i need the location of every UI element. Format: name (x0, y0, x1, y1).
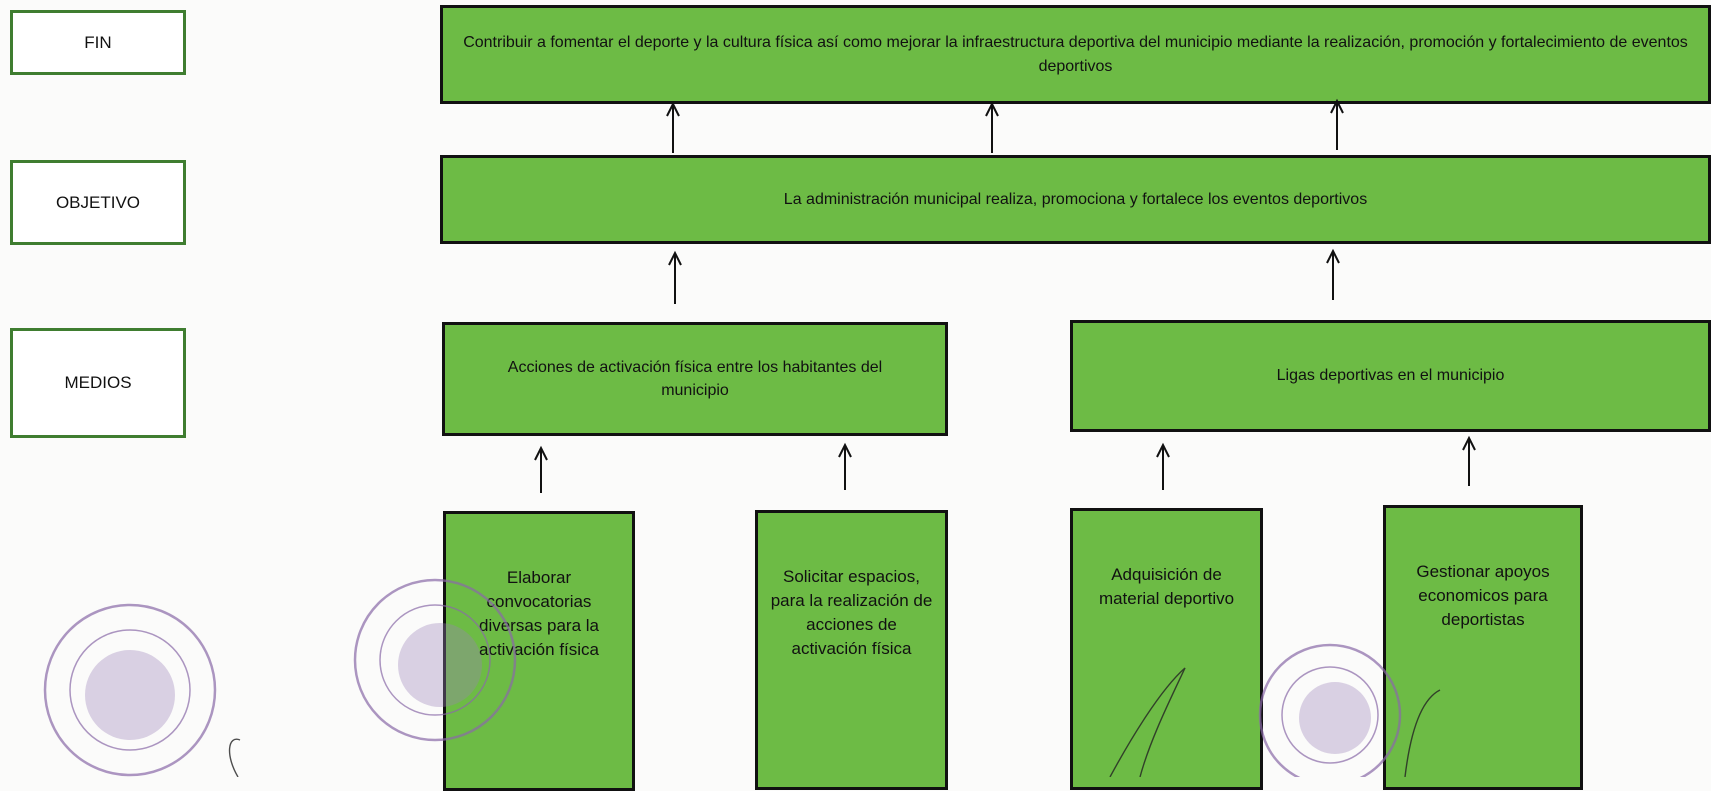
level-label-objetivo-text: OBJETIVO (55, 192, 141, 212)
medio-box-activacion: Acciones de activación física entre los … (442, 322, 948, 436)
level-label-medios: MEDIOS (10, 328, 186, 438)
arrow-up-icon (534, 445, 548, 461)
arrow-up-icon (838, 442, 852, 458)
actividad-box-material: Adquisición de material deportivo (1070, 508, 1263, 790)
level-label-fin: FIN (10, 10, 186, 75)
actividad-text-convocatorias: Elaborar convocatorias diversas para la … (478, 568, 599, 660)
medio-box-ligas: Ligas deportivas en el municipio (1070, 320, 1711, 432)
arrow-up-icon (666, 101, 680, 117)
level-label-fin-text: FIN (84, 32, 112, 52)
signature (228, 738, 241, 777)
seal-emblem (1299, 682, 1371, 754)
objetivo-box: La administración municipal realiza, pro… (440, 155, 1711, 244)
actividad-box-convocatorias: Elaborar convocatorias diversas para la … (443, 511, 635, 791)
objetivo-text: La administración municipal realiza, pro… (783, 190, 1368, 208)
seal-stamp (43, 603, 217, 777)
actividad-box-espacios: Solicitar espacios, para la realización … (755, 510, 948, 790)
actividad-text-material: Adquisición de material deportivo (1098, 565, 1235, 609)
seal-stamp (1258, 643, 1402, 777)
fin-text: Contribuir a fomentar el deporte y la cu… (463, 34, 1688, 75)
arrow-up-icon (985, 101, 999, 117)
seal-emblem (85, 650, 175, 740)
medio-text-activacion: Acciones de activación física entre los … (507, 358, 883, 399)
arrow-up-icon (1462, 435, 1476, 451)
medio-text-ligas: Ligas deportivas en el municipio (1276, 367, 1505, 385)
actividad-text-espacios: Solicitar espacios, para la realización … (770, 567, 933, 659)
actividad-text-apoyos: Gestionar apoyos economicos para deporti… (1416, 562, 1550, 630)
seal-inner-ring (69, 629, 191, 751)
arrow-up-icon (1326, 248, 1340, 264)
level-label-medios-text: MEDIOS (64, 373, 132, 392)
arrow-up-icon (1156, 442, 1170, 458)
arrow-up-icon (668, 250, 682, 266)
fin-box: Contribuir a fomentar el deporte y la cu… (440, 5, 1711, 104)
level-label-objetivo: OBJETIVO (10, 160, 186, 245)
seal-inner-ring (1281, 666, 1379, 764)
actividad-box-apoyos: Gestionar apoyos economicos para deporti… (1383, 505, 1583, 790)
